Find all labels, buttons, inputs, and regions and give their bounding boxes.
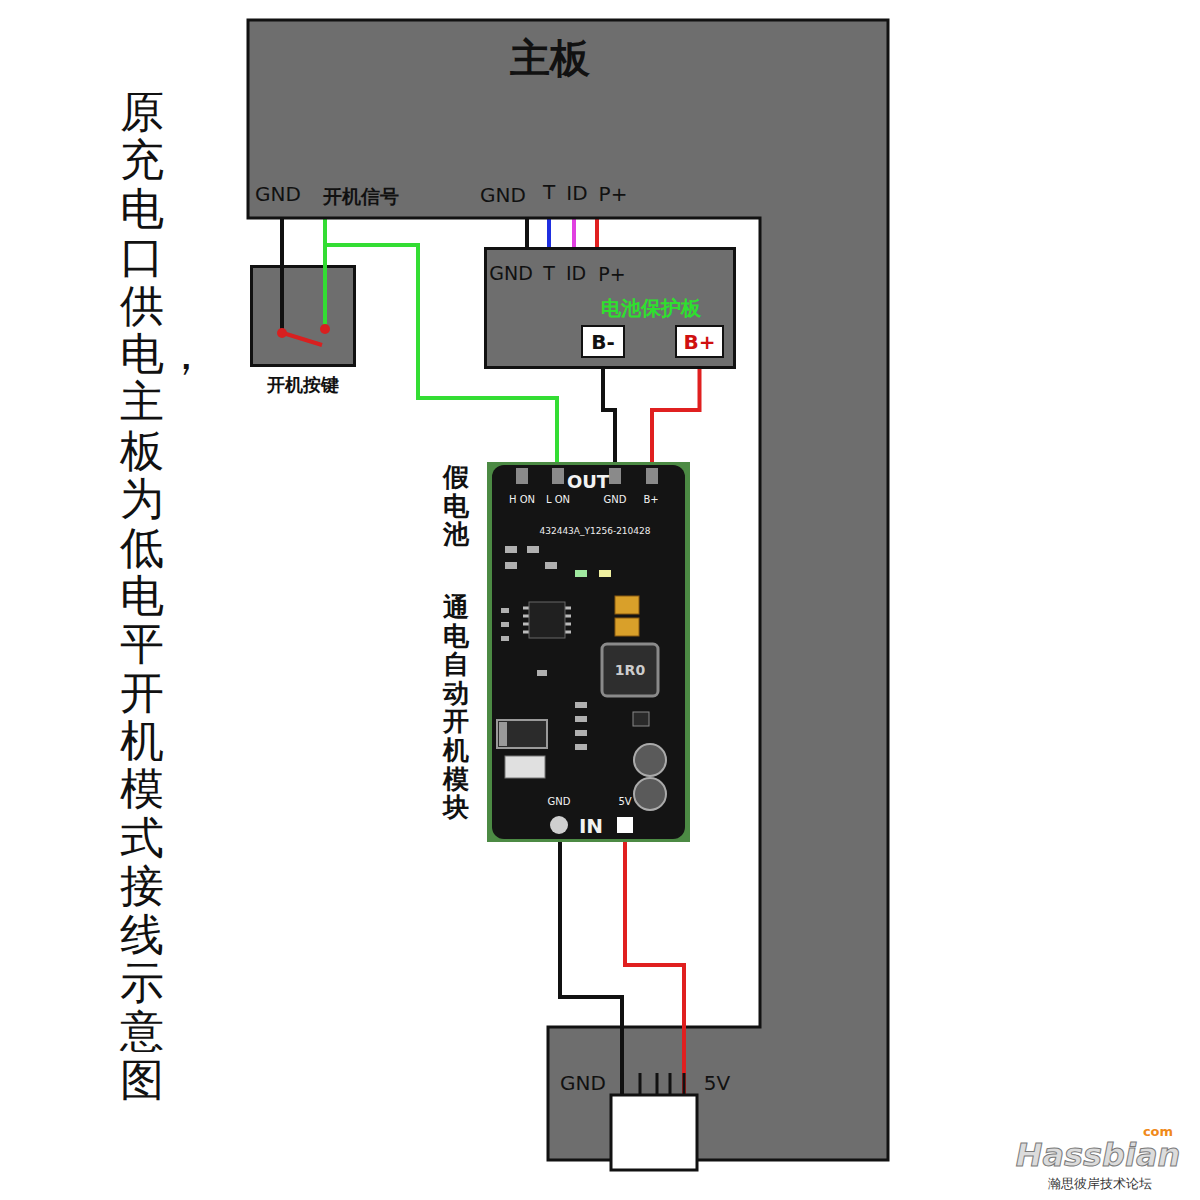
silkscreen-label: H ON (509, 495, 535, 505)
wire (652, 358, 700, 462)
terminal-box: B+ (675, 325, 724, 358)
silkscreen-label: OUT (567, 473, 609, 491)
smd-part (505, 546, 517, 553)
chip-body (529, 602, 565, 638)
board-label: 电池保护板 (601, 298, 701, 318)
silkscreen-label: B+ (643, 495, 658, 505)
module-title: 假电池 (443, 463, 469, 549)
pin-label: T (543, 264, 555, 283)
terminal-box: B- (581, 325, 625, 358)
switch-contact (320, 324, 330, 334)
board-title: 主板 (510, 38, 590, 78)
diode (497, 720, 547, 748)
capacitor (634, 778, 666, 810)
smd-part (575, 716, 587, 722)
silkscreen-label: GND (604, 495, 627, 505)
connector-pins (622, 1073, 684, 1095)
smd-part (505, 562, 517, 569)
terminal-label: B- (591, 332, 615, 352)
watermark: com (1143, 1125, 1173, 1138)
diagram-title: 原充电口供电，主板为低电平开机模式接线示意图 (120, 88, 164, 1104)
watermark: 瀚思彼岸技术论坛 (1048, 1177, 1152, 1190)
fuse (505, 756, 545, 778)
pin-label: GND (480, 185, 526, 205)
button-box (252, 267, 355, 366)
wire (547, 218, 551, 247)
wire (603, 358, 615, 462)
watermark: Hassbian (1016, 1139, 1181, 1171)
module-title: 通电自动开机模块 (443, 593, 469, 822)
led (599, 570, 611, 577)
pcb-board (492, 465, 685, 839)
pin-label: P+ (599, 184, 628, 204)
pad (516, 468, 528, 484)
pad (609, 468, 621, 484)
silkscreen-label: IN (579, 816, 603, 836)
button-outline (250, 265, 356, 367)
switch-lever (283, 333, 322, 345)
switch-contact (277, 328, 287, 338)
gnd-wire (280, 265, 284, 331)
smd-part (575, 730, 587, 736)
wire (572, 218, 576, 247)
pin-label: ID (566, 264, 586, 283)
pin-label: GND (255, 184, 301, 204)
gnd-supply-wire (560, 842, 622, 1095)
regulator-chip (633, 712, 649, 726)
wire (595, 218, 599, 247)
5v-supply-wire (625, 842, 684, 1095)
silkscreen-label: GND (548, 797, 571, 807)
smd-part (501, 636, 509, 641)
wire (525, 218, 529, 247)
silkscreen-label: L ON (546, 495, 570, 505)
vin-pad (617, 817, 633, 833)
silkscreen-label: 5V (618, 797, 631, 807)
pad (646, 468, 658, 484)
terminal-label: B+ (683, 332, 715, 352)
mainboard-shape (248, 20, 888, 1160)
button-label: 开机按键 (267, 376, 339, 394)
capacitor (634, 744, 666, 776)
smd-part (545, 562, 557, 569)
connector-pin (669, 1073, 672, 1095)
diode-band (499, 722, 507, 746)
connector-pin (656, 1073, 659, 1095)
connector-pin (621, 1073, 624, 1095)
charge-port (611, 1095, 697, 1170)
signal-label: 开机信号 (323, 187, 399, 206)
pin-label: ID (566, 183, 587, 203)
signal-wire (323, 265, 327, 327)
pin-label: P+ (598, 265, 625, 284)
smd-part (501, 622, 509, 627)
inductor-marking: 1R0 (615, 663, 645, 677)
smd-part (575, 744, 587, 750)
pin-label: T (543, 182, 555, 202)
smd-part (575, 702, 587, 708)
controller-chip (523, 602, 571, 638)
pin-label: GND (560, 1073, 606, 1093)
connector-pin (639, 1073, 642, 1095)
gnd-pad (550, 816, 568, 834)
smd-part (501, 608, 509, 613)
led (575, 570, 587, 577)
photo-ground (487, 462, 690, 842)
pin-label: GND (489, 264, 533, 283)
silkscreen-label: 432443A_Y1256-210428 (539, 527, 650, 536)
pad (552, 468, 564, 484)
wire (280, 218, 284, 265)
capacitor (615, 596, 639, 614)
module-photo (487, 462, 690, 842)
smd-part (537, 670, 547, 676)
connector-pin (683, 1073, 686, 1095)
inductor (602, 644, 658, 696)
capacitor (615, 618, 639, 636)
smd-part (527, 546, 539, 553)
power-button: 开机按键 (250, 265, 356, 367)
fake-battery-module: 假电池通电自动开机模块 (487, 462, 690, 842)
pin-label: 5V (704, 1073, 730, 1093)
